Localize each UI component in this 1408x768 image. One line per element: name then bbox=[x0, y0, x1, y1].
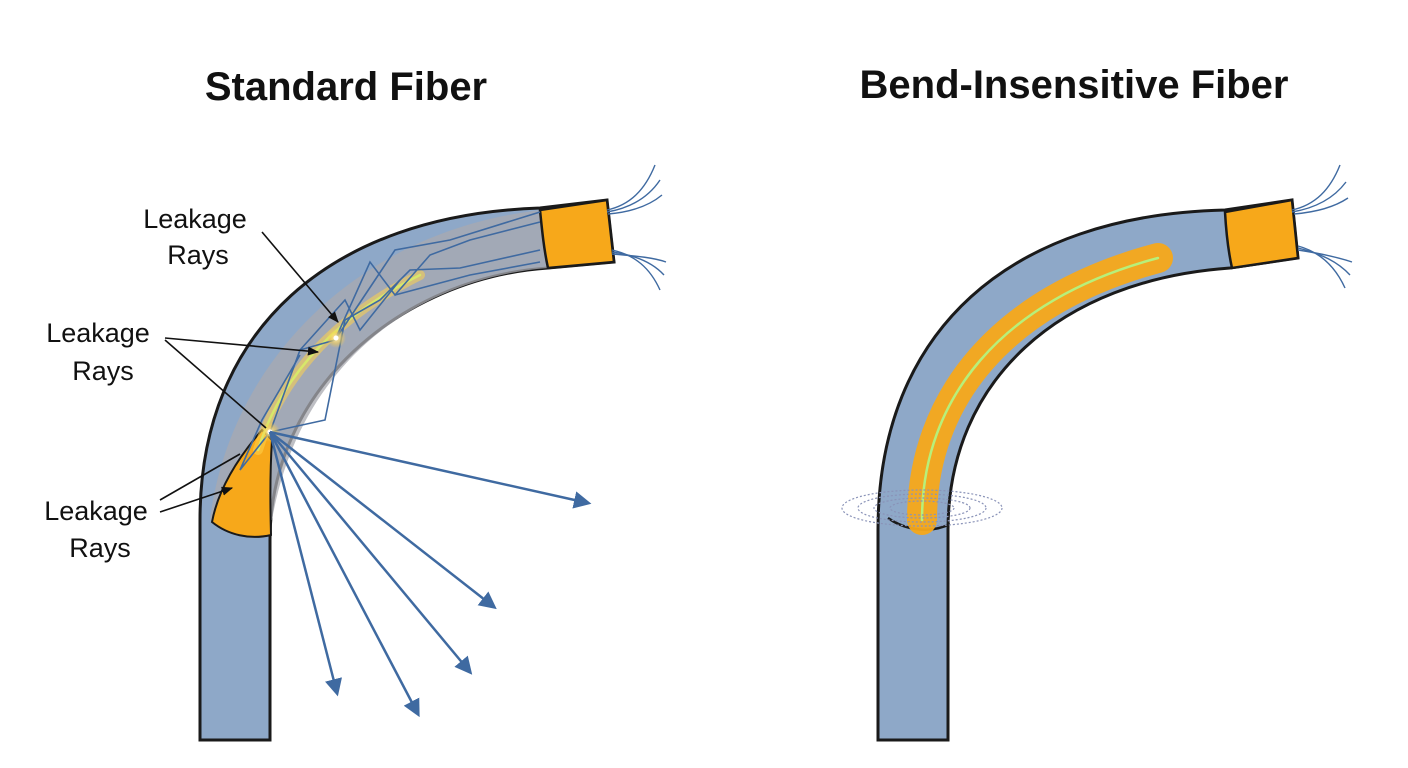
callout-3-pointer-b bbox=[159, 486, 234, 513]
callout-2-line1: Leakage bbox=[46, 318, 150, 348]
escape-ray-3 bbox=[269, 431, 473, 675]
bend-insensitive-fiber-panel: Bend-Insensitive Fiber bbox=[841, 63, 1353, 742]
callout-leakage-rays-top: Leakage Rays bbox=[143, 204, 339, 323]
escape-ray-5 bbox=[268, 431, 342, 697]
callout-3-line2: Rays bbox=[69, 533, 131, 563]
standard-escaping-rays bbox=[268, 430, 592, 718]
callout-1-pointer bbox=[261, 231, 339, 323]
panel-title-standard: Standard Fiber bbox=[205, 65, 487, 109]
callout-2-line2: Rays bbox=[72, 356, 134, 386]
bend-insensitive-fiber-filaments bbox=[1291, 164, 1353, 289]
callout-2-pointer-b bbox=[164, 339, 267, 429]
escape-ray-1 bbox=[269, 430, 592, 509]
standard-connector bbox=[538, 198, 616, 270]
glow-point-2-core bbox=[333, 335, 339, 341]
standard-core-patch-lower bbox=[210, 428, 274, 538]
callout-2-pointer-a bbox=[164, 337, 320, 356]
standard-internal-rays bbox=[239, 211, 541, 471]
bend-insensitive-connector bbox=[1223, 198, 1300, 270]
callout-1-line2: Rays bbox=[167, 240, 229, 270]
callout-3-line1: Leakage bbox=[44, 496, 148, 526]
standard-fiber-panel: Standard Fiber bbox=[44, 65, 667, 742]
callout-leakage-rays-middle: Leakage Rays bbox=[46, 318, 320, 429]
callout-leakage-rays-bottom: Leakage Rays bbox=[44, 453, 241, 563]
callout-3-pointer-a bbox=[159, 453, 241, 501]
escape-ray-4 bbox=[268, 431, 420, 718]
callout-1-line1: Leakage bbox=[143, 204, 247, 234]
escape-ray-2 bbox=[269, 431, 497, 610]
trench-ripple-rings bbox=[841, 489, 1003, 527]
bend-insensitive-core-line bbox=[920, 256, 1160, 522]
standard-leakage-zone bbox=[210, 210, 548, 520]
panel-title-bend-insensitive: Bend-Insensitive Fiber bbox=[860, 63, 1289, 107]
standard-fiber-filaments bbox=[606, 164, 667, 291]
